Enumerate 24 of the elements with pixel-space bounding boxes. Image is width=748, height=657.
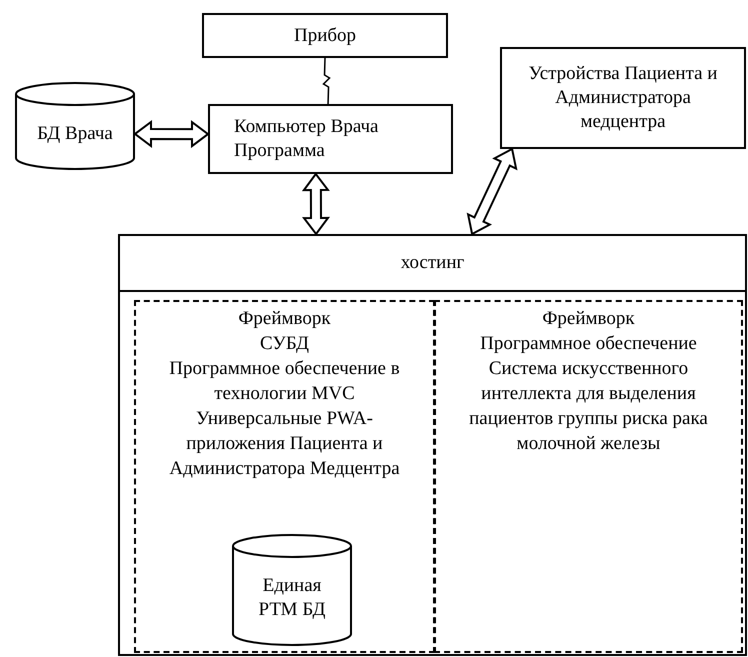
node-text: Программное обеспечение в технологии MVC: [168, 357, 401, 406]
node-text: Универсальные PWA-приложения Пациента и Администратора Медцентра: [168, 407, 401, 482]
double-arrow: [302, 172, 330, 236]
node-text: Система искусственного интеллекта для выделения пациентов группы риска рака молочной железы: [468, 357, 709, 456]
node-text: БД Врача: [37, 122, 113, 146]
dashed-panel: [134, 300, 435, 653]
process-box: [208, 104, 453, 174]
double-arrow: [133, 120, 210, 148]
node-text: Компьютер Врача: [234, 115, 378, 139]
node-text: Программа: [234, 139, 325, 163]
node-text: Фреймворк: [541, 307, 636, 331]
process-box: [500, 47, 746, 149]
node-text: Единая РТМ БД: [258, 574, 326, 622]
lightning-link: [322, 58, 331, 104]
process-box: [202, 13, 448, 58]
double-arrow: [466, 147, 518, 236]
node-text: Прибор: [294, 24, 356, 48]
node-text: СУБД: [258, 332, 310, 356]
node-text: Фреймворк: [237, 307, 332, 331]
hosting-box: [118, 234, 747, 656]
node-text: Программное обеспечение: [479, 332, 698, 356]
node-text: Устройства Пациента и Администратора медцентра: [528, 62, 718, 134]
node-text: хостинг: [400, 250, 464, 275]
dashed-panel: [434, 300, 743, 653]
